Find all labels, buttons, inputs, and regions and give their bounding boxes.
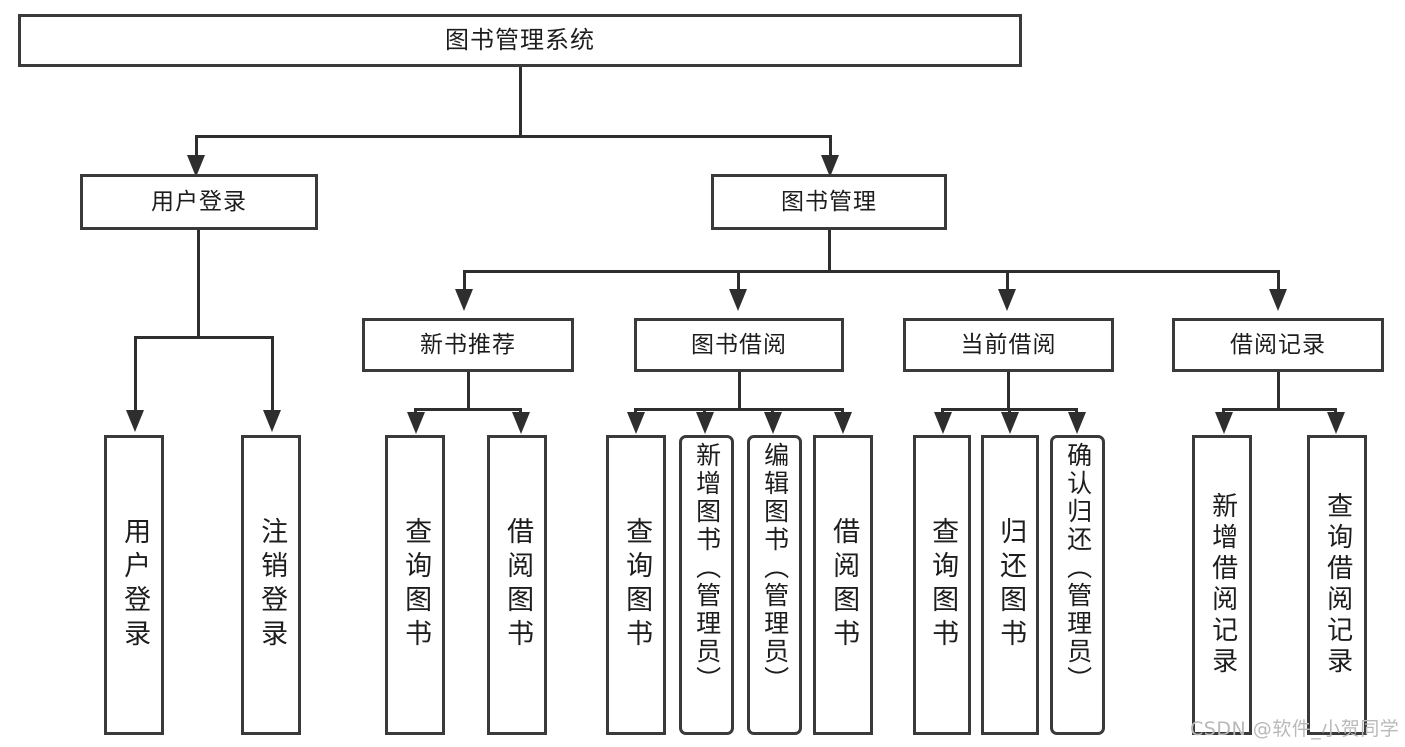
arrowhead-bb-add-book xyxy=(696,412,714,434)
leaf-nbr-query-book[interactable]: 查询图书 xyxy=(385,435,445,735)
leaf-logout-login[interactable]: 注销登录 xyxy=(241,435,301,735)
leaf-cb-return-book[interactable]: 归还图书 xyxy=(981,435,1039,735)
node-label: 查询图书 xyxy=(400,517,432,653)
node-label: 用户登录 xyxy=(119,517,151,653)
node-label: 查询借阅记录 xyxy=(1322,492,1353,678)
arrowhead-book-borrow xyxy=(729,289,747,311)
arrowhead-br-query-record xyxy=(1327,412,1345,434)
node-label: 注销登录 xyxy=(256,517,288,653)
leaf-bb-edit-book[interactable]: 编辑图书（管理员） xyxy=(747,435,802,735)
node-label: 新书推荐 xyxy=(420,331,516,358)
arrowhead-new-book-recommend xyxy=(455,289,473,311)
node-label: 新增借阅记录 xyxy=(1207,492,1238,678)
node-label: 图书管理 xyxy=(781,188,877,215)
node-label: 确认归还（管理员） xyxy=(1063,442,1093,694)
leaf-cb-confirm-return[interactable]: 确认归还（管理员） xyxy=(1050,435,1105,735)
node-label: 当前借阅 xyxy=(960,331,1057,358)
leaf-bb-borrow-book[interactable]: 借阅图书 xyxy=(813,435,873,735)
arrowhead-nbr-query-book xyxy=(407,412,425,434)
arrowhead-br-add-record xyxy=(1215,412,1233,434)
arrowhead-user-login xyxy=(187,155,205,177)
connector-user-login-bar xyxy=(134,336,274,339)
leaf-bb-add-book[interactable]: 新增图书（管理员） xyxy=(679,435,734,735)
arrowhead-cb-return-book xyxy=(1001,412,1019,434)
connector-current-borrow-stem xyxy=(1007,372,1010,410)
connector-user-login-stem xyxy=(197,230,200,336)
connector-borrow-record-stem xyxy=(1277,372,1280,410)
leaf-cb-query-book[interactable]: 查询图书 xyxy=(913,435,971,735)
connector-book-management-stem xyxy=(828,230,831,272)
connector-to-current-borrow xyxy=(1006,270,1009,292)
node-label: 借阅记录 xyxy=(1230,331,1326,358)
arrowhead-borrow-record xyxy=(1269,289,1287,311)
arrowhead-bb-edit-book xyxy=(764,412,782,434)
connector-user-login-left xyxy=(134,336,137,416)
node-user-login[interactable]: 用户登录 xyxy=(80,174,318,230)
node-label: 查询图书 xyxy=(621,517,653,653)
connector-new-book-recommend-bar xyxy=(414,408,522,411)
node-label: 编辑图书（管理员） xyxy=(760,442,790,694)
arrowhead-leaf-user-login xyxy=(126,410,144,432)
connector-to-borrow-record xyxy=(1277,270,1280,292)
connector-root-stem xyxy=(519,67,522,135)
connector-to-new-book-recommend xyxy=(463,270,466,292)
leaf-bb-query-book[interactable]: 查询图书 xyxy=(606,435,666,735)
leaf-user-login[interactable]: 用户登录 xyxy=(104,435,164,735)
leaf-br-add-record[interactable]: 新增借阅记录 xyxy=(1192,435,1252,735)
node-label: 图书借阅 xyxy=(691,331,787,358)
connector-root-to-book-management xyxy=(829,135,832,162)
node-book-borrow[interactable]: 图书借阅 xyxy=(634,318,844,372)
connector-to-book-borrow xyxy=(737,270,740,292)
connector-user-login-right xyxy=(271,336,274,416)
arrowhead-cb-confirm-return xyxy=(1068,412,1086,434)
node-borrow-record[interactable]: 借阅记录 xyxy=(1172,318,1384,372)
leaf-nbr-borrow-book[interactable]: 借阅图书 xyxy=(487,435,547,735)
connector-root-bar xyxy=(195,135,832,138)
arrowhead-bb-borrow-book xyxy=(834,412,852,434)
leaf-br-query-record[interactable]: 查询借阅记录 xyxy=(1307,435,1367,735)
node-book-management[interactable]: 图书管理 xyxy=(711,174,947,230)
connector-borrow-record-bar xyxy=(1222,408,1337,411)
connector-book-borrow-bar xyxy=(634,408,844,411)
node-current-borrow[interactable]: 当前借阅 xyxy=(903,318,1114,372)
connector-new-book-recommend-stem xyxy=(467,372,470,410)
connector-book-management-bar xyxy=(463,270,1280,273)
node-label: 借阅图书 xyxy=(828,517,860,653)
node-label: 归还图书 xyxy=(995,517,1027,653)
node-new-book-recommend[interactable]: 新书推荐 xyxy=(362,318,574,372)
arrowhead-cb-query-book xyxy=(934,412,952,434)
connector-root-to-user-login xyxy=(195,135,198,162)
arrowhead-nbr-borrow-book xyxy=(512,412,530,434)
node-label: 借阅图书 xyxy=(502,517,534,653)
arrowhead-book-management xyxy=(821,155,839,177)
node-label: 用户登录 xyxy=(151,188,247,215)
arrowhead-current-borrow xyxy=(998,289,1016,311)
connector-book-borrow-stem xyxy=(738,372,741,410)
csdn-watermark: CSDN @软件_小贺同学 xyxy=(1190,718,1400,740)
node-label: 新增图书（管理员） xyxy=(692,442,722,694)
node-label: 查询图书 xyxy=(927,517,959,653)
arrowhead-bb-query-book xyxy=(627,412,645,434)
node-root-book-management-system[interactable]: 图书管理系统 xyxy=(18,14,1022,67)
arrowhead-leaf-logout-login xyxy=(263,410,281,432)
node-label: 图书管理系统 xyxy=(445,25,595,54)
